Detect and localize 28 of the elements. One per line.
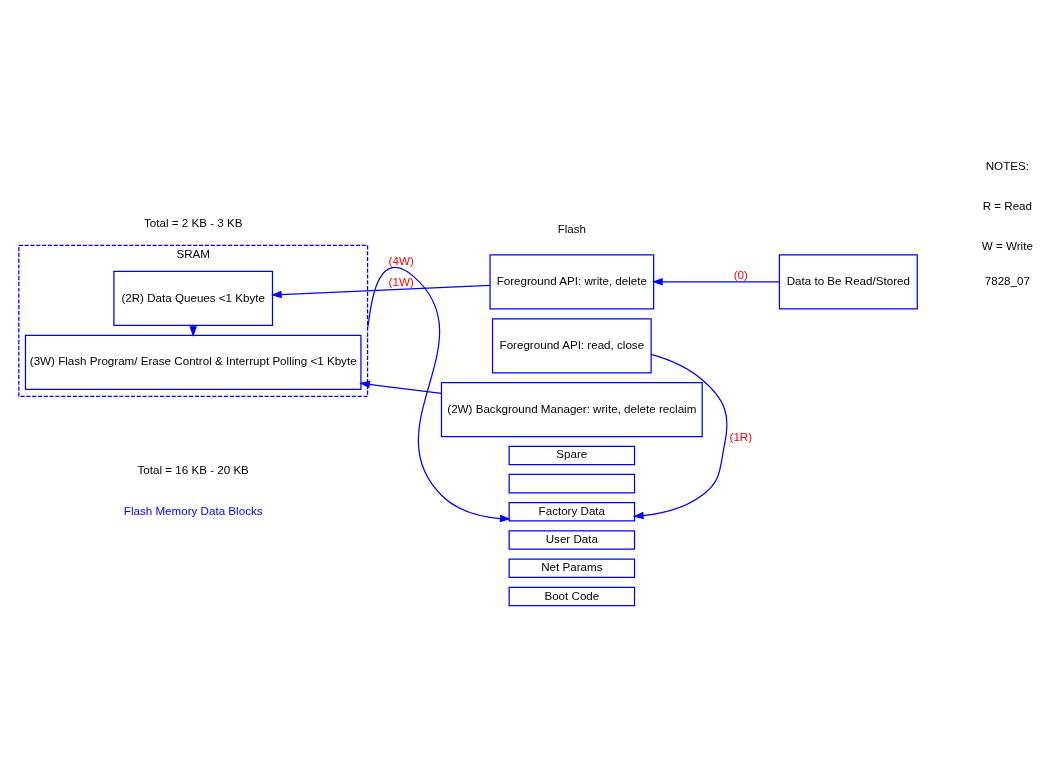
- arrow: [270, 284, 491, 298]
- node-box: [508, 473, 636, 493]
- node-box: Data to Be Read/Stored: [778, 253, 918, 309]
- arrow: [632, 353, 728, 519]
- label: 7828_07: [984, 273, 1030, 287]
- label: W = Write: [981, 238, 1033, 252]
- node-box: Factory Data: [508, 501, 636, 522]
- arrow: [366, 266, 511, 522]
- label: NOTES:: [985, 158, 1029, 172]
- node-box: Foreground API: write, delete: [489, 253, 655, 309]
- label: Flash: [557, 221, 587, 235]
- edge-label: (0): [733, 267, 748, 281]
- label: R = Read: [982, 198, 1033, 212]
- arrow: [359, 380, 442, 394]
- node-box: Foreground API: read, close: [491, 317, 652, 373]
- node-box: (3W) Flash Program/ Erase Control & Interrupt Polling <1 Kbyte: [24, 334, 362, 390]
- label: Total = 16 KB - 20 KB: [137, 462, 249, 476]
- node-label: Total = 2 KB - 3 KB: [144, 215, 243, 229]
- node-box: (2W) Background Manager: write, delete reclaim: [440, 381, 703, 437]
- edge-label: (1R): [729, 429, 753, 443]
- label: Flash Memory Data Blocks: [123, 503, 263, 517]
- node-box: Boot Code: [508, 586, 636, 606]
- node-box: User Data: [508, 529, 636, 550]
- edge-label: (1W): [388, 274, 414, 288]
- node-box: Spare: [508, 445, 636, 465]
- arrow: [651, 277, 780, 286]
- edge-label: (4W): [388, 253, 414, 267]
- node-box: Net Params: [508, 558, 636, 578]
